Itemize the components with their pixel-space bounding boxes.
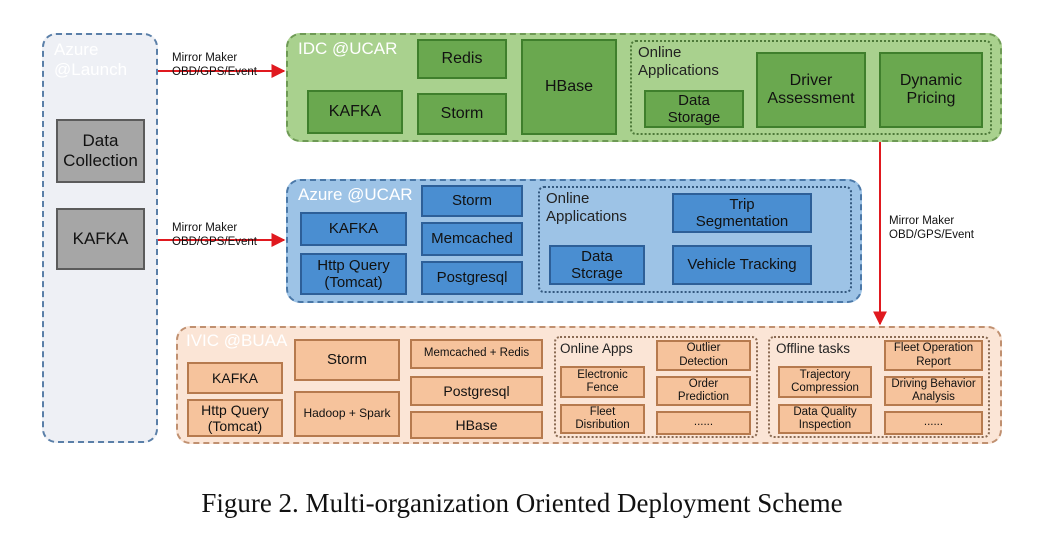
edge-label-2: Mirror Maker OBD/GPS/Event	[172, 222, 258, 248]
azure-storm-box: Storm	[421, 185, 523, 217]
azure-online-apps-label: Online Applications	[546, 190, 627, 225]
ivic-kafka-box: KAFKA	[187, 362, 283, 394]
outlier-detection-box: Outlier Detection	[656, 340, 751, 371]
idc-online-apps-label: Online Applications	[638, 44, 719, 79]
cluster-idc-label: IDC @UCAR	[298, 39, 398, 58]
offline-more-box: ......	[884, 411, 983, 435]
ivic-storm-box: Storm	[294, 339, 400, 381]
idc-storm-box: Storm	[417, 93, 507, 135]
electronic-fence-box: Electronic Fence	[560, 366, 645, 398]
memcached-redis-box: Memcached + Redis	[410, 339, 543, 369]
azure-data-storage-box: Data Stcrage	[549, 245, 645, 285]
dynamic-pricing-box: Dynamic Pricing	[879, 52, 983, 128]
vehicle-tracking-box: Vehicle Tracking	[672, 245, 812, 285]
figure-caption: Figure 2. Multi-organization Oriented De…	[201, 488, 843, 518]
trajectory-compression-box: Trajectory Compression	[778, 366, 872, 398]
online-more-box: ......	[656, 411, 751, 435]
launch-kafka-box: KAFKA	[56, 208, 145, 270]
ivic-offline-tasks-label: Offline tasks	[776, 341, 851, 356]
hadoop-spark-box: Hadoop + Spark	[294, 391, 400, 437]
edge-label-3: Mirror Maker OBD/GPS/Event	[889, 215, 975, 241]
driving-behavior-analysis-box: Driving Behavior Analysis	[884, 376, 983, 406]
azure-postgresql-box: Postgresql	[421, 261, 523, 295]
order-prediction-box: Order Prediction	[656, 376, 751, 406]
azure-http-query-box: Http Query (Tomcat)	[300, 253, 407, 295]
ivic-hbase-box: HBase	[410, 411, 543, 439]
cluster-azure-launch-label: Azure @Launch	[54, 40, 128, 80]
idc-kafka-box: KAFKA	[307, 90, 403, 134]
trip-segmentation-box: Trip Segmentation	[672, 193, 812, 233]
edge-label-1: Mirror Maker OBD/GPS/Event	[172, 52, 258, 78]
azure-online-apps-group	[538, 186, 852, 293]
ivic-http-query-box: Http Query (Tomcat)	[187, 399, 283, 437]
driver-assessment-box: Driver Assessment	[756, 52, 866, 128]
fleet-distribution-box: Fleet Disribution	[560, 404, 645, 434]
ivic-online-apps-label: Online Apps	[560, 341, 633, 356]
ivic-offline-tasks-group	[768, 336, 990, 438]
idc-online-apps-group	[630, 40, 992, 135]
ivic-postgresql-box: Postgresql	[410, 376, 543, 406]
fleet-operation-report-box: Fleet Operation Report	[884, 340, 983, 371]
azure-memcached-box: Memcached	[421, 222, 523, 256]
cluster-ivic-label: IVIC @BUAA	[186, 331, 288, 350]
idc-data-storage-box: Data Storage	[644, 90, 744, 128]
idc-redis-box: Redis	[417, 39, 507, 79]
idc-hbase-box: HBase	[521, 39, 617, 135]
data-quality-inspection-box: Data Quality Inspection	[778, 404, 872, 434]
data-collection-box: Data Collection	[56, 119, 145, 183]
cluster-azure-ucar-label: Azure @UCAR	[298, 185, 413, 204]
azure-kafka-box: KAFKA	[300, 212, 407, 246]
ivic-online-apps-group	[554, 336, 758, 438]
